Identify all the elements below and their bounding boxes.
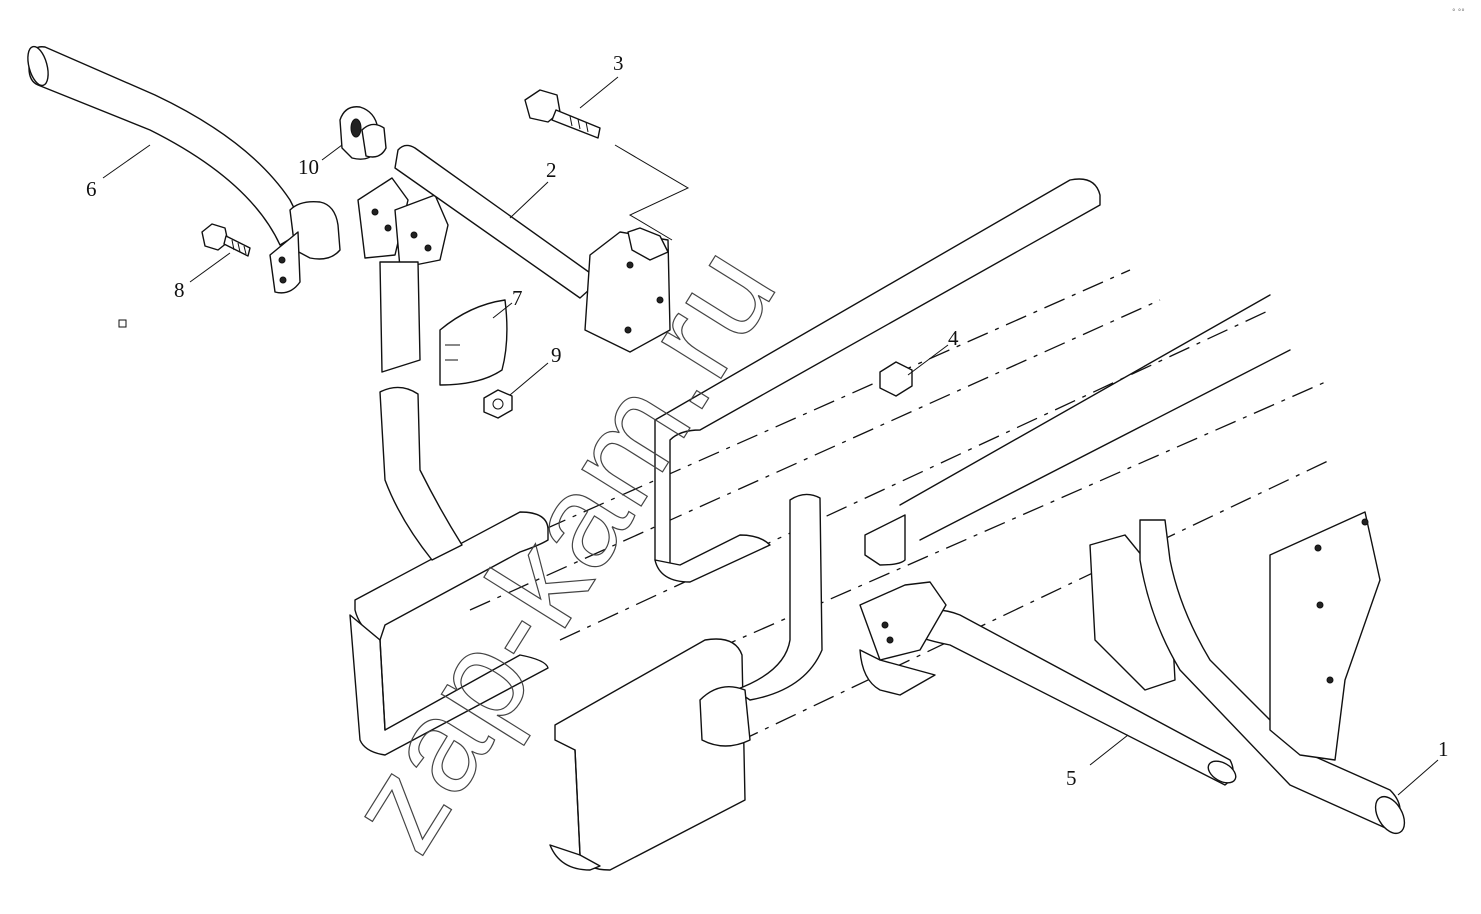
clamp-bracket-left [269, 200, 341, 294]
callout-8: 8 [174, 252, 231, 302]
callout-1: 1 [1397, 737, 1449, 796]
corner-mark: ° °° [1452, 8, 1465, 16]
callout-label-7: 7 [512, 286, 523, 310]
callout-5: 5 [1066, 734, 1129, 790]
small-square-marker [118, 319, 127, 328]
frame-rails [429, 269, 1331, 761]
callout-label-9: 9 [551, 343, 562, 367]
callout-9: 9 [509, 343, 562, 396]
callout-label-10: 10 [298, 155, 319, 179]
pipe-vertical-left [379, 386, 463, 561]
bolt-3 [524, 89, 690, 241]
callout-label-6: 6 [86, 177, 97, 201]
callout-6: 6 [86, 144, 151, 201]
callout-label-2: 2 [546, 158, 557, 182]
crossmember-right [859, 514, 936, 696]
bracket-2 [584, 227, 671, 353]
callout-3: 3 [579, 51, 624, 109]
pipe-vertical-center [699, 493, 823, 747]
callout-7: 7 [492, 286, 523, 319]
callout-label-8: 8 [174, 278, 185, 302]
callout-label-4: 4 [948, 326, 959, 350]
bushing-10 [339, 106, 387, 160]
nut-9 [483, 389, 513, 419]
callout-4: 4 [907, 326, 959, 376]
support-bracket-upper [357, 177, 449, 373]
callout-10: 10 [298, 144, 343, 179]
exhaust-assembly-1 [1089, 511, 1406, 835]
bolt-8 [201, 223, 251, 257]
clamp-7 [439, 299, 508, 386]
clamp-bracket-right [859, 581, 947, 661]
callout-2: 2 [509, 158, 557, 219]
callout-label-5: 5 [1066, 766, 1077, 790]
pipe-2 [394, 144, 601, 299]
callout-label-1: 1 [1438, 737, 1449, 761]
pipe-6 [27, 45, 306, 246]
crossmember-lower [549, 638, 746, 871]
crossmember-center [654, 178, 1101, 583]
callout-label-3: 3 [613, 51, 624, 75]
crossmember-left [349, 511, 549, 756]
nut-4 [879, 361, 913, 397]
